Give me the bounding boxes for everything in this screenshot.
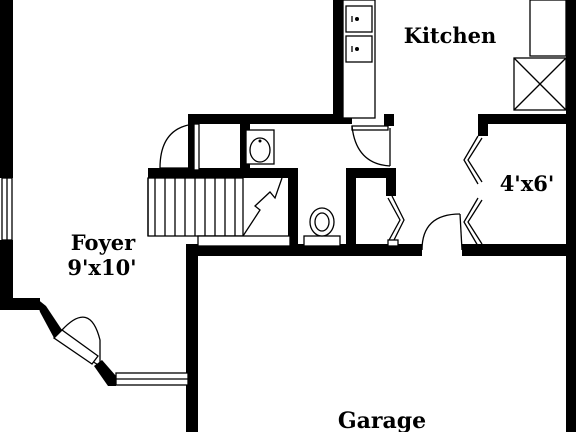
kitchen-left-wall <box>333 0 343 118</box>
closet-top-wall <box>478 114 576 124</box>
bathroom-door-icon <box>351 125 391 167</box>
double-sink-icon <box>342 0 376 119</box>
kitchen-counter <box>529 0 567 57</box>
staircase <box>147 177 291 247</box>
hall-wall-stub <box>386 168 396 196</box>
front-door-icon <box>52 316 101 367</box>
toilet-right-wall <box>346 168 356 252</box>
closet-dimensions: 4'x6' <box>500 171 555 196</box>
bath-top-wall <box>240 114 352 124</box>
garage-entry-door-icon <box>421 213 463 251</box>
stair-door-icon <box>159 123 200 171</box>
kitchen-label: Kitchen <box>404 23 497 48</box>
bath-top-wall-right-stub <box>384 114 394 126</box>
stair-bottom-wall <box>148 168 294 178</box>
bath-left-wall <box>240 114 250 174</box>
stair-left-wall <box>188 114 198 174</box>
foyer-dimensions: 9'x10' <box>67 255 136 280</box>
stove-icon <box>513 57 567 111</box>
toilet-icon <box>303 207 341 247</box>
bottom-window <box>115 372 189 386</box>
bay-wall-horizontal <box>0 298 40 310</box>
left-wall-upper <box>0 0 13 178</box>
left-wall-lower <box>0 240 13 308</box>
garage-label: Garage <box>338 408 426 432</box>
left-window <box>1 177 13 241</box>
hall-bifold-door-icon <box>387 195 405 247</box>
bathroom-sink-icon <box>245 129 275 165</box>
foyer-label: Foyer <box>71 230 136 255</box>
closet-bifold-door-icon <box>463 135 483 247</box>
toilet-right-top-wall <box>346 168 394 178</box>
bay-wall-angle <box>36 298 62 338</box>
right-exterior-wall <box>566 0 576 432</box>
garage-left-wall <box>186 244 198 432</box>
garage-top-wall-left <box>186 244 422 256</box>
closet-left-wall-stub <box>478 114 488 136</box>
garage-top-wall-right <box>462 244 576 256</box>
toilet-left-wall <box>288 168 298 252</box>
bay-wall-lower-angle <box>94 360 116 386</box>
stair-top-wall <box>190 114 246 124</box>
